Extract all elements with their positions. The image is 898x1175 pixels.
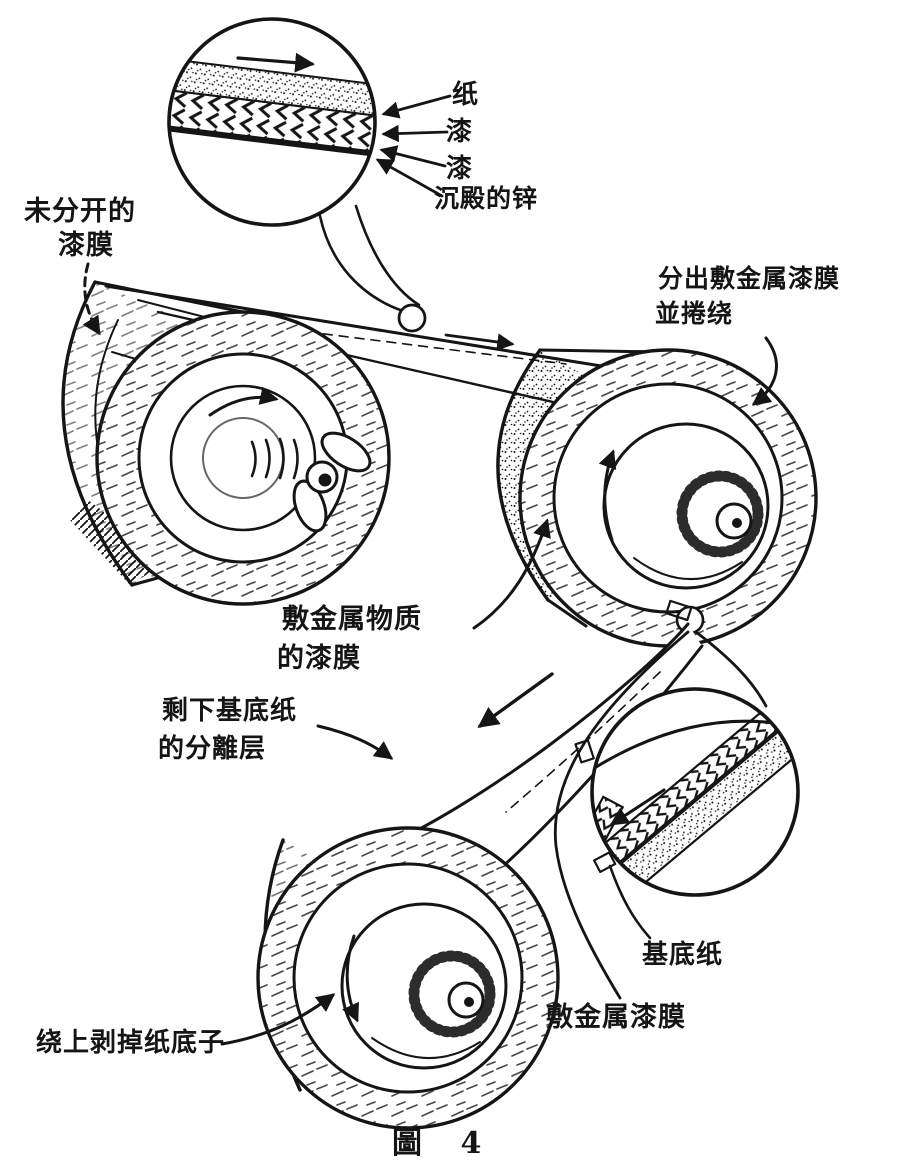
magnifier-top <box>167 17 377 227</box>
rotation-arrow-windup-paper <box>342 934 359 1023</box>
label-separated-film-wound-line1: 分出敷金属漆膜 <box>658 264 841 293</box>
label-metallized-substance-film-line1: 敷金属物质 <box>282 604 422 635</box>
magnifier-bottom <box>574 687 800 897</box>
arrow-unseparated-film <box>82 262 101 336</box>
peel-direction-arrow <box>609 788 666 826</box>
arrow-remaining-base-paper-layer <box>316 724 394 760</box>
belt-direction-arrow <box>477 672 554 728</box>
windup-roll-paper <box>256 826 560 1130</box>
label-base-paper: 基底纸 <box>642 940 724 970</box>
arrow-wound-paper-backing <box>220 993 336 1046</box>
layer-stack <box>169 57 375 159</box>
supply-roll <box>61 280 391 606</box>
film-sample-node <box>397 303 427 333</box>
label-zinc-layer: 沉殿的锌 <box>434 184 539 213</box>
bottom-inset-leader-lines <box>553 630 768 1000</box>
inset-direction-arrow <box>236 52 315 73</box>
rotation-arrow-supply-roll <box>208 386 279 417</box>
label-lacquer-layer-1: 漆 <box>446 117 474 147</box>
label-metallized-lacquer-film: 敷金属漆膜 <box>546 1002 686 1033</box>
windup-roll-film <box>496 348 818 648</box>
top-inset-leader-lines <box>318 204 421 313</box>
label-remaining-base-paper-layer-line2: 的分離层 <box>158 734 267 764</box>
clamp-bottom <box>593 851 617 874</box>
rotation-arrow-windup-film <box>598 449 617 542</box>
label-remaining-base-paper-layer-line1: 剩下基底纸 <box>162 696 298 726</box>
figure-caption: 圖 4 <box>392 1126 496 1161</box>
label-lacquer-layer-2: 漆 <box>446 154 474 184</box>
arrow-separated-film-wound <box>751 336 778 406</box>
film-direction-arrow <box>444 333 515 351</box>
label-unseparated-film-line2: 漆膜 <box>58 230 114 261</box>
label-wound-paper-backing: 绕上剥掉纸底子 <box>36 1028 226 1058</box>
label-unseparated-film-line1: 未分开的 <box>24 196 136 227</box>
arrow-metallized-substance-film <box>472 518 551 630</box>
annotation-arrows <box>82 262 778 1046</box>
layer-zinc <box>169 125 375 159</box>
supply-roll-wingnut <box>250 431 372 533</box>
label-metallized-substance-film-line2: 的漆膜 <box>277 643 361 674</box>
label-separated-film-wound-line2: 並捲绕 <box>655 299 734 328</box>
layer-pointer-arrows <box>375 94 452 198</box>
label-paper-layer: 纸 <box>452 80 480 110</box>
